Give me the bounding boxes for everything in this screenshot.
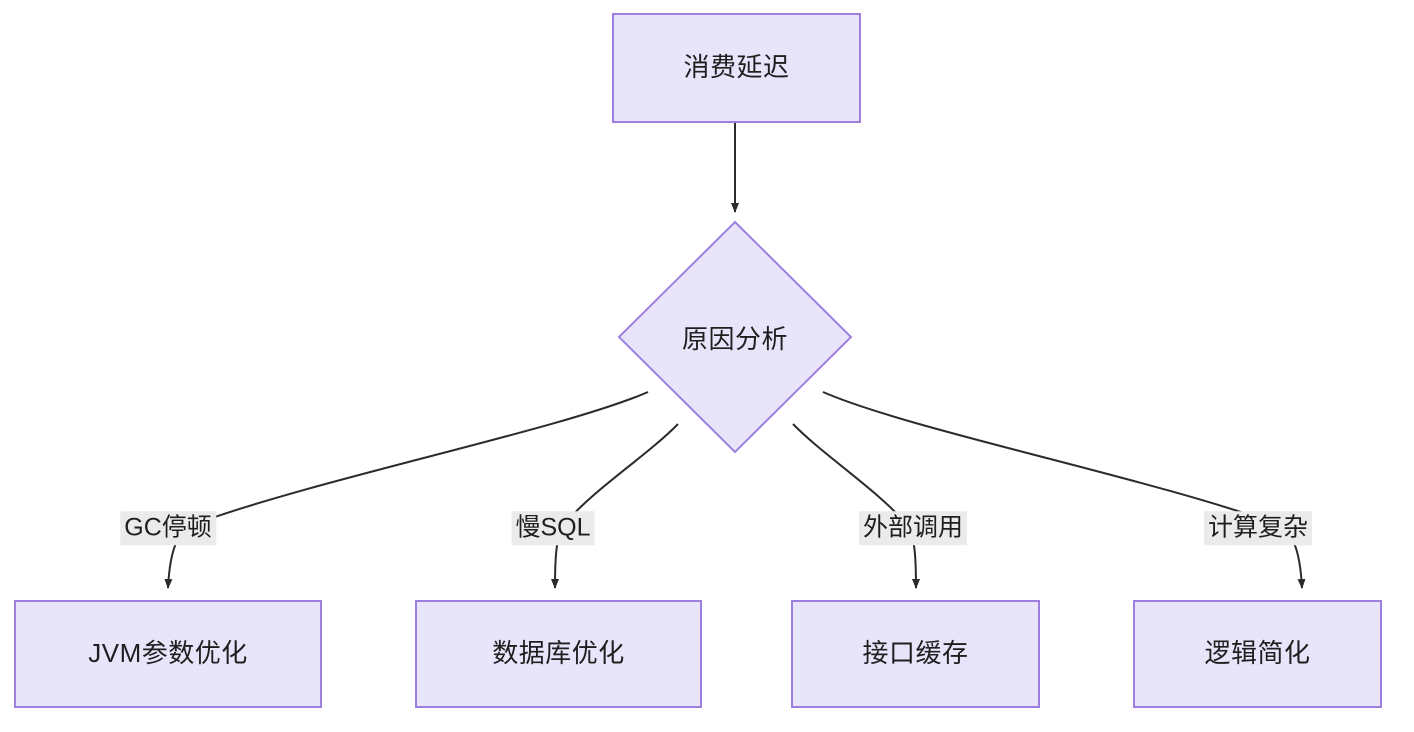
node-cache-label: 接口缓存	[862, 638, 969, 669]
edge-label-external-call: 外部调用	[858, 511, 968, 545]
edge-decision-to-logic	[822, 391, 1306, 589]
diamond-shape	[617, 220, 853, 454]
node-db[interactable]: 数据库优化	[415, 600, 702, 708]
edge-label-gc-pause: GC停顿	[120, 511, 216, 545]
edge-label-slow-sql: 慢SQL	[511, 511, 595, 545]
node-start[interactable]: 消费延迟	[612, 13, 861, 123]
node-jvm[interactable]: JVM参数优化	[14, 600, 322, 708]
node-decision-label: 原因分析	[681, 323, 788, 354]
node-start-label: 消费延迟	[683, 52, 790, 83]
node-jvm-label: JVM参数优化	[88, 638, 248, 669]
edge-label-complex-computation: 计算复杂	[1203, 511, 1313, 545]
node-logic-label: 逻辑简化	[1204, 638, 1311, 669]
node-logic[interactable]: 逻辑简化	[1133, 600, 1382, 708]
node-decision[interactable]: 原因分析	[617, 220, 853, 454]
edge-decision-to-jvm	[164, 391, 649, 589]
node-db-label: 数据库优化	[492, 638, 625, 669]
node-cache[interactable]: 接口缓存	[791, 600, 1040, 708]
